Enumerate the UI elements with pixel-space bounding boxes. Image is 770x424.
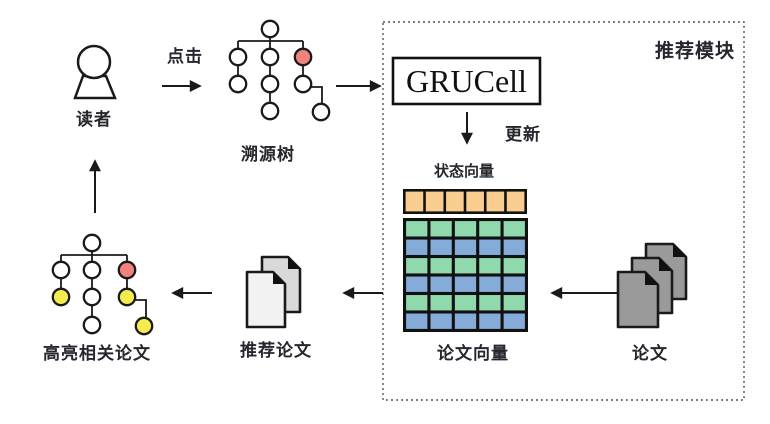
paper-icon xyxy=(616,270,660,329)
state-cell xyxy=(506,191,525,212)
tree-node xyxy=(134,316,154,336)
recommended-papers-icon xyxy=(245,255,302,329)
papers-label: 论文 xyxy=(632,344,668,363)
paper-vector-label: 论文向量 xyxy=(437,344,509,363)
state-cell xyxy=(405,191,424,212)
papers-stack-icon xyxy=(616,242,688,329)
matrix-cell xyxy=(503,313,525,329)
tree-node xyxy=(293,74,313,94)
state-cell xyxy=(486,191,505,212)
highlighted-papers-label: 高亮相关论文 xyxy=(43,344,151,363)
grucell-box xyxy=(391,56,542,106)
source-tree xyxy=(228,19,331,122)
source-tree-label: 溯源树 xyxy=(241,145,295,164)
matrix-cell xyxy=(479,313,501,329)
matrix-cell xyxy=(454,221,477,237)
tree-node xyxy=(293,47,313,67)
matrix-cell xyxy=(406,313,428,329)
matrix-cell xyxy=(430,221,452,237)
matrix-cell xyxy=(406,276,428,292)
matrix-cell xyxy=(454,276,477,292)
state-cell xyxy=(425,191,444,212)
matrix-cell xyxy=(430,239,452,255)
tree-node xyxy=(51,287,71,307)
tree-node xyxy=(82,260,102,280)
matrix-cell xyxy=(503,239,525,255)
paper-icon xyxy=(245,270,287,329)
matrix-cell xyxy=(430,295,452,311)
tree-node xyxy=(260,101,280,121)
matrix-cell xyxy=(406,221,428,237)
matrix-cell xyxy=(430,276,452,292)
tree-node xyxy=(117,287,137,307)
tree-node xyxy=(82,315,102,335)
matrix-cell xyxy=(406,258,428,274)
matrix-cell xyxy=(454,295,477,311)
matrix-cell xyxy=(406,295,428,311)
tree-node xyxy=(260,47,280,67)
grucell-label: GRUCell xyxy=(406,62,527,99)
tree-node xyxy=(228,74,248,94)
matrix-cell xyxy=(479,239,501,255)
recommended-papers-label: 推荐论文 xyxy=(240,341,312,360)
state-cell xyxy=(466,191,484,212)
matrix-cell xyxy=(503,221,525,237)
reader-icon xyxy=(73,44,117,100)
state-cell xyxy=(446,191,464,212)
tree-node xyxy=(117,260,137,280)
matrix-cell xyxy=(454,313,477,329)
tree-node xyxy=(311,102,331,122)
highlighted-tree xyxy=(51,233,154,336)
matrix-cell xyxy=(479,258,501,274)
matrix-cell xyxy=(503,295,525,311)
reader-label: 读者 xyxy=(76,110,112,129)
matrix-cell xyxy=(479,221,501,237)
tree-node xyxy=(82,233,102,253)
matrix-cell xyxy=(503,276,525,292)
tree-node xyxy=(260,74,280,94)
matrix-cell xyxy=(454,258,477,274)
tree-node xyxy=(228,47,248,67)
click-label: 点击 xyxy=(167,47,203,66)
tree-node xyxy=(51,260,71,280)
tree-node xyxy=(260,19,280,39)
matrix-cell xyxy=(430,258,452,274)
state-vector-label: 状态向量 xyxy=(433,163,495,180)
state-vector-strip xyxy=(403,189,527,214)
matrix-cell xyxy=(479,276,501,292)
tree-node xyxy=(82,287,102,307)
module-label: 推荐模块 xyxy=(654,41,736,62)
matrix-cell xyxy=(503,258,525,274)
matrix-cell xyxy=(430,313,452,329)
paper-vector-matrix xyxy=(403,218,528,332)
matrix-cell xyxy=(479,295,501,311)
matrix-cell xyxy=(454,239,477,255)
module-box xyxy=(382,21,745,401)
matrix-cell xyxy=(406,239,428,255)
update-label: 更新 xyxy=(505,125,541,144)
